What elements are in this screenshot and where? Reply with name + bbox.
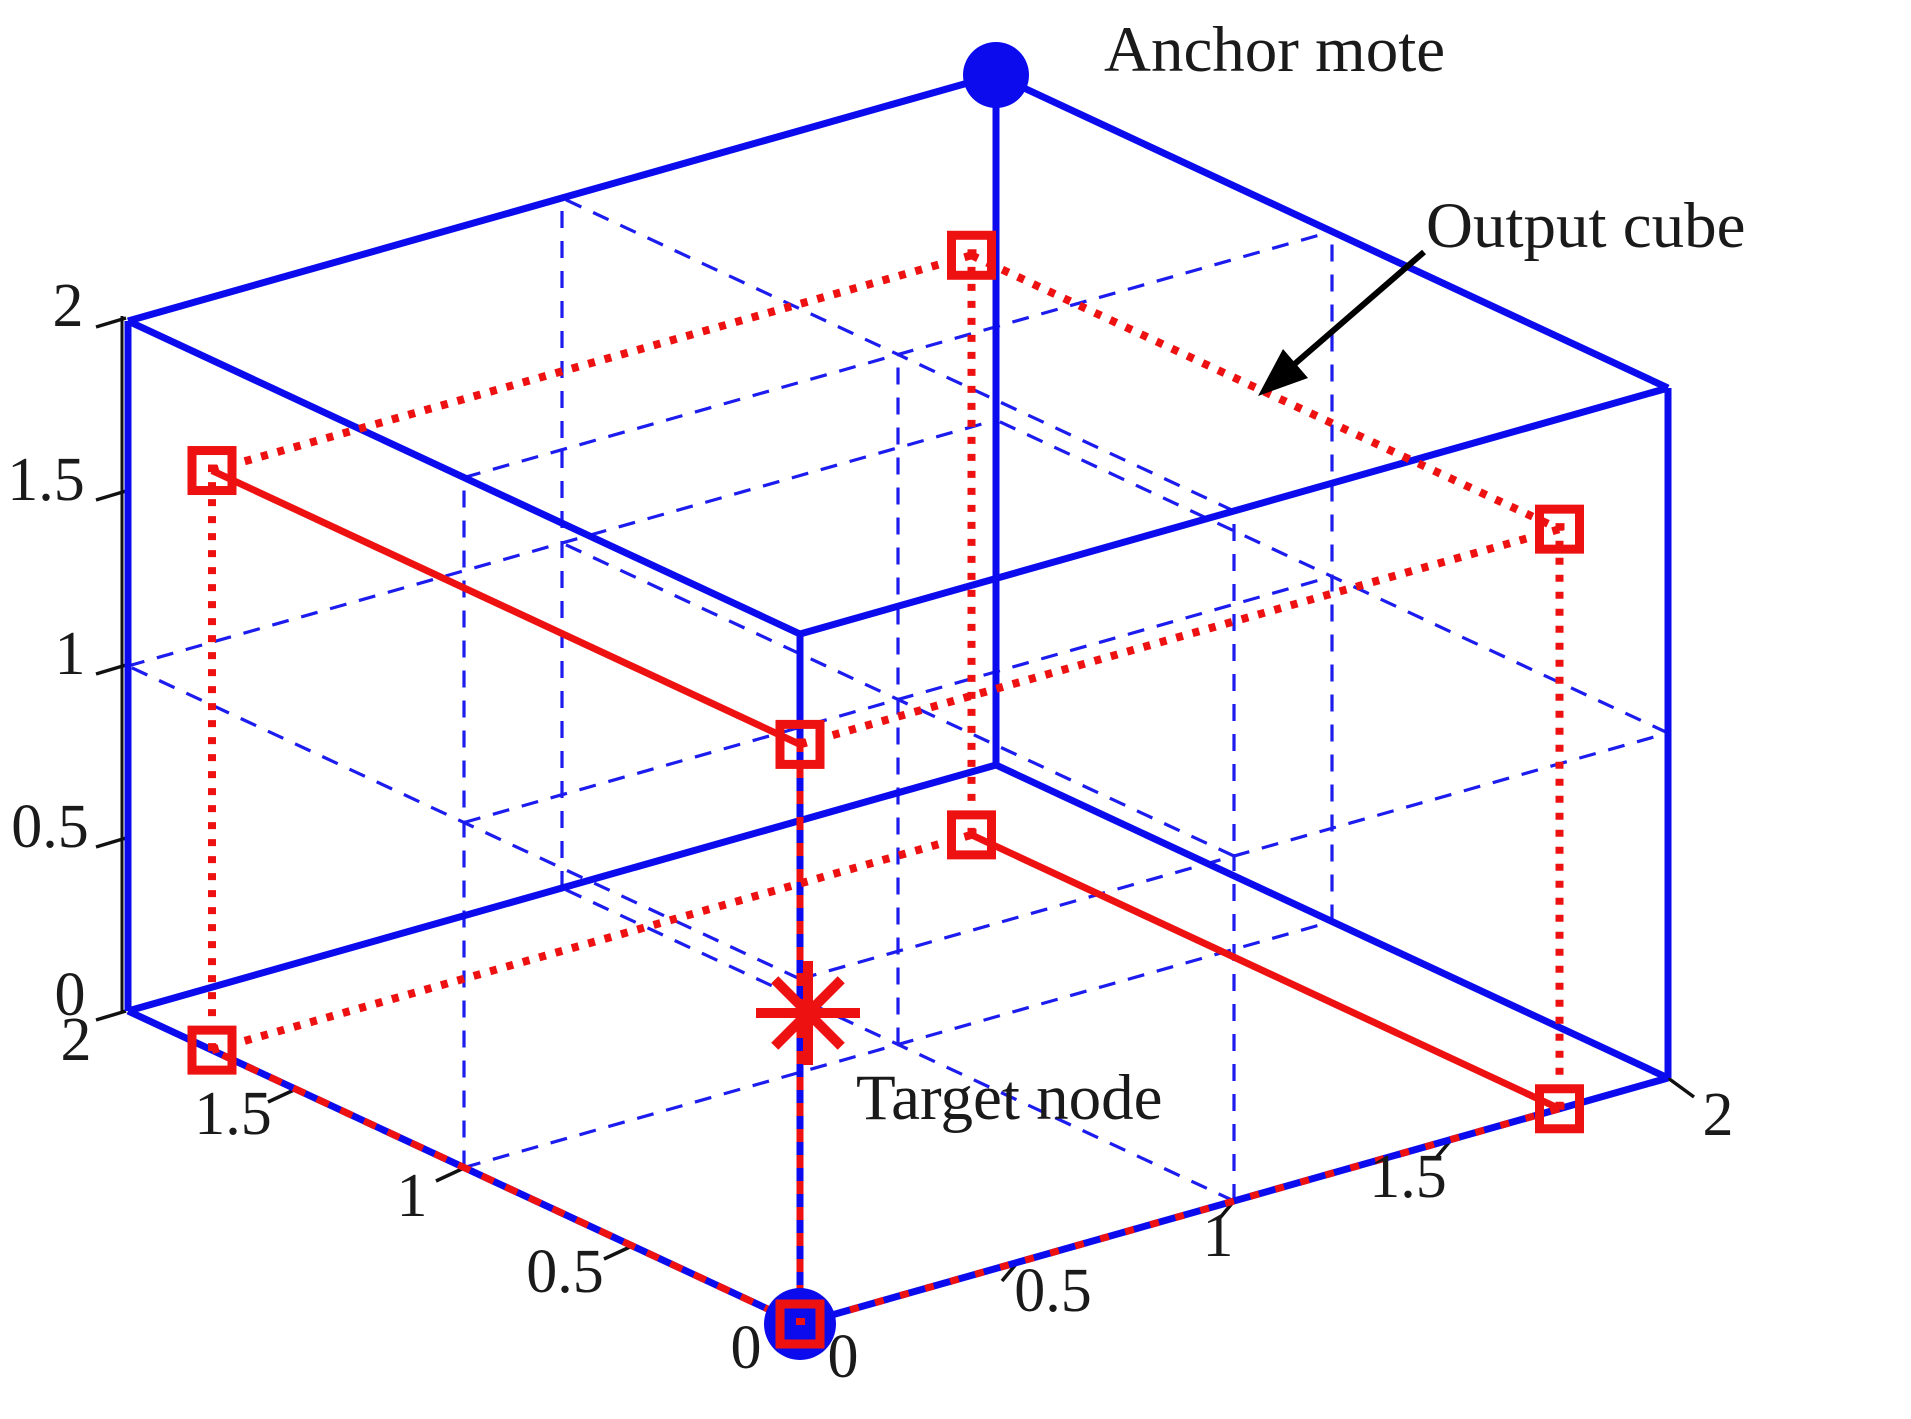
y-tick-label: 0 (828, 1323, 859, 1391)
output-cube-corner-marker-dot (1555, 1102, 1565, 1110)
search-cube-edge (127, 71, 997, 325)
output-cube-corner-marker (187, 446, 237, 496)
anchor-mote-marker (963, 42, 1029, 108)
axis-tick (435, 1166, 465, 1183)
output-cube-corner-marker (947, 810, 996, 860)
output-cube-edge-dotted (210, 251, 973, 475)
output-cube-edge-solid (970, 831, 1561, 1112)
x-tick-label: 0 (731, 1314, 762, 1382)
output-cube-edge-overlay (799, 1105, 1561, 1328)
z-tick-label: 0 (55, 961, 86, 1029)
output-cube-corner-marker-dot (967, 828, 977, 836)
output-cube-arrow (1288, 249, 1426, 371)
axis-tick (603, 1244, 633, 1261)
output-cube-edge-dotted (798, 525, 1561, 749)
output-cube-corner-marker (187, 1025, 237, 1075)
output-cube-corner-marker-dot (1555, 523, 1565, 531)
output-cube-corner-marker-dot (796, 1318, 805, 1325)
search-cube-edge (127, 761, 997, 1015)
gridline (561, 196, 1235, 513)
axis-tick (95, 836, 127, 849)
axis-tick (95, 316, 127, 329)
output-cube-edge-overlay (210, 1046, 802, 1328)
x-tick-label: 1 (397, 1162, 428, 1230)
output-cube-label: Output cube (1426, 190, 1746, 262)
anchor-mote-label: Anchor mote (1104, 14, 1446, 86)
output-cube-corner-marker (947, 230, 996, 280)
z-tick-label: 2 (53, 272, 84, 340)
axis-tick (267, 1087, 297, 1104)
gridline (127, 418, 997, 668)
search-cube-edge (799, 384, 1669, 638)
output-cube-corner-marker-dot (967, 249, 977, 257)
output-cube-arrowhead (1258, 349, 1308, 396)
x-tick-label: 0.5 (526, 1238, 604, 1306)
output-cube-edge-solid (210, 467, 802, 748)
x-tick-label: 2 (61, 1006, 92, 1074)
axis-tick (95, 663, 127, 676)
y-tick-label: 0.5 (1014, 1257, 1092, 1325)
search-cube-edge (994, 71, 1670, 392)
z-tick-label: 1.5 (7, 446, 85, 514)
target-node-marker (771, 976, 845, 1050)
y-tick-label: 1 (1203, 1202, 1234, 1270)
output-cube-corner-marker (775, 719, 825, 769)
output-cube-corner-marker (1535, 1084, 1584, 1134)
search-cube-edge (799, 1074, 1669, 1328)
axis-tick (95, 489, 127, 502)
output-cube-corner-marker (1535, 504, 1584, 554)
output-cube-corner-marker (775, 1299, 825, 1349)
x-tick-label: 1.5 (194, 1080, 272, 1148)
target-node-label: Target node (856, 1062, 1163, 1134)
axis-tick (1666, 1076, 1696, 1099)
y-tick-label: 1.5 (1369, 1143, 1447, 1211)
output-cube-corner-marker-dot (796, 738, 805, 746)
axis-tick (95, 1009, 127, 1022)
output-cube-corner-marker-dot (208, 1044, 217, 1052)
search-cube-edge (126, 317, 802, 638)
y-tick-label: 2 (1703, 1081, 1734, 1149)
z-tick-label: 1 (55, 620, 86, 688)
output-cube-corner-marker-dot (208, 464, 217, 472)
z-tick-label: 0.5 (11, 793, 89, 861)
search-cube-edge (994, 761, 1670, 1082)
output-cube-edge-dotted (210, 831, 973, 1054)
